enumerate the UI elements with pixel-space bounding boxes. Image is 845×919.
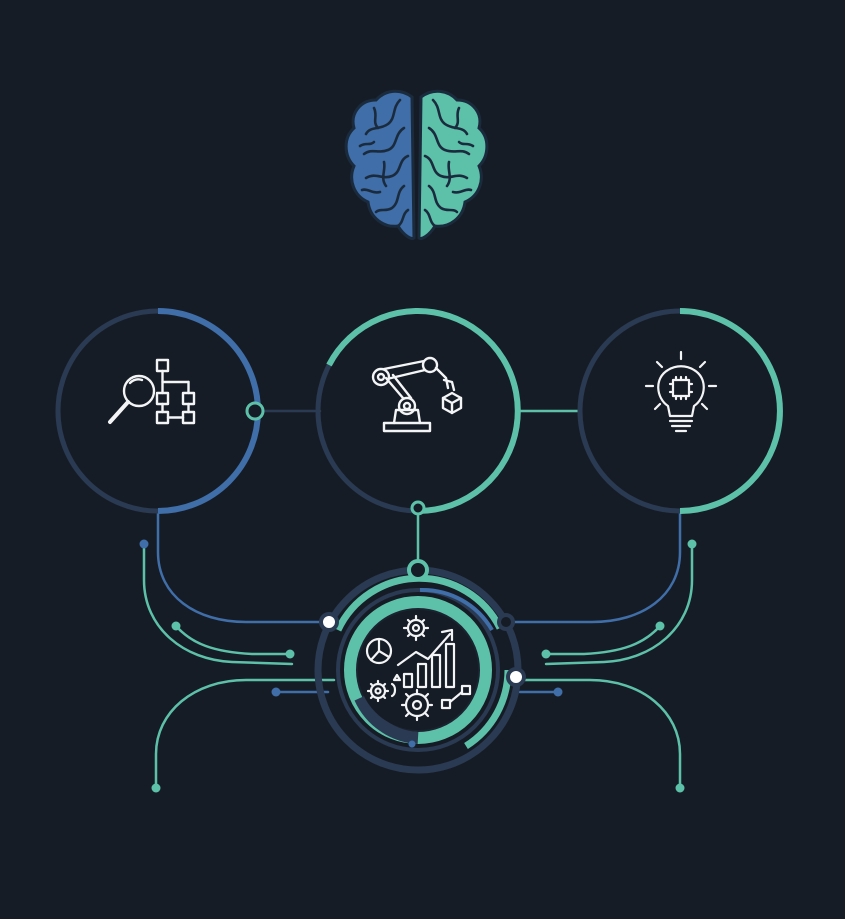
joint-left-right bbox=[245, 401, 265, 421]
robot-arm-icon bbox=[371, 356, 463, 433]
hub-joint-top bbox=[407, 559, 429, 581]
brain-icon bbox=[344, 89, 489, 240]
analytics-gears-icon bbox=[365, 614, 472, 722]
branch-left-3 bbox=[154, 678, 336, 790]
hub-joint-right bbox=[506, 667, 526, 687]
branch-right-1 bbox=[544, 542, 694, 666]
hub-joint-left bbox=[319, 612, 339, 632]
magnifier-flowchart-icon bbox=[108, 358, 196, 425]
dot-left-inner bbox=[285, 649, 295, 659]
branch-right-2 bbox=[544, 624, 662, 656]
node-automation bbox=[315, 308, 521, 516]
node-insight bbox=[577, 308, 783, 514]
dot-left-blue bbox=[271, 687, 281, 697]
ring-accent-left bbox=[157, 308, 261, 514]
dot-left-mid bbox=[171, 621, 181, 631]
ring-accent-middle bbox=[326, 308, 521, 514]
hub-mid-accent bbox=[419, 587, 494, 632]
node-discovery bbox=[55, 308, 265, 514]
ring-accent-right bbox=[679, 308, 783, 514]
branch-left-2 bbox=[174, 624, 292, 656]
dot-right-bottom bbox=[675, 783, 685, 793]
branch-right-3 bbox=[518, 678, 682, 790]
hub-joint-right-top bbox=[497, 613, 515, 631]
endpoint-dots bbox=[139, 539, 697, 793]
link-right-hub bbox=[506, 510, 682, 624]
hub-joint-bottom bbox=[408, 740, 416, 748]
dot-left-bottom bbox=[151, 783, 161, 793]
branch-left-1 bbox=[142, 542, 294, 666]
joint-middle-bottom bbox=[410, 500, 426, 516]
dot-right-top bbox=[687, 539, 697, 549]
hub-mid-ring bbox=[336, 588, 500, 752]
dot-left-top bbox=[139, 539, 149, 549]
dot-right-mid bbox=[655, 621, 665, 631]
link-left-hub bbox=[156, 510, 328, 624]
lightbulb-chip-icon bbox=[644, 350, 718, 433]
node-analytics-hub bbox=[314, 559, 526, 774]
dot-right-inner bbox=[541, 649, 551, 659]
dot-right-blue bbox=[553, 687, 563, 697]
hub-inner-dark-arc bbox=[354, 695, 419, 744]
